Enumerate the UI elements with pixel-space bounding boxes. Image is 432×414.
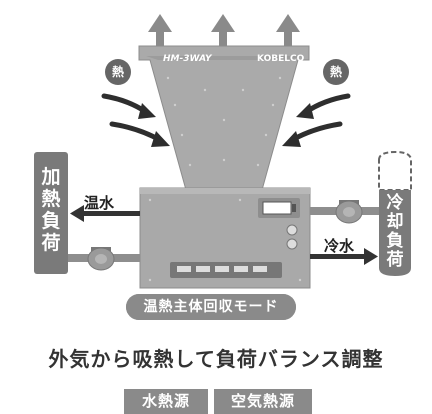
heat-badge-left-label: 熱 — [111, 65, 124, 79]
cooling-load-text: 冷却負荷 — [386, 193, 404, 270]
heating-load-text: 加熱負荷 — [41, 166, 61, 254]
headline: 外気から吸熱して負荷バランス調整 — [48, 347, 384, 371]
intake-arrows-right — [282, 93, 351, 147]
left-load-box — [34, 152, 68, 274]
cold-water-arrow — [310, 248, 378, 265]
tag-water-source: 水熱源 — [124, 389, 208, 414]
heating-load-label: 加熱負荷 — [37, 166, 65, 254]
warm-water-label: 温水 — [84, 194, 115, 212]
brand-logo: KOBELCO — [257, 54, 305, 64]
exhaust-arrow-right — [276, 14, 300, 52]
cold-water-label: 冷水 — [324, 237, 355, 255]
heat-badge-right-label: 熱 — [329, 65, 342, 79]
right-supply-pipe — [310, 200, 379, 224]
knob-lower — [286, 238, 298, 250]
mode-label: 温熱主体回収モード — [126, 294, 296, 320]
right-load-box — [378, 150, 412, 276]
knob-upper — [286, 224, 298, 236]
hopper-housing — [138, 45, 310, 191]
heat-badge-right — [323, 59, 349, 85]
intake-arrows-left — [101, 93, 170, 147]
tag-air-source: 空気熱源 — [214, 389, 312, 414]
left-return-pipe — [68, 247, 140, 271]
warm-water-arrow — [70, 205, 140, 222]
exhaust-arrow-center — [211, 14, 235, 52]
heat-pump-unit — [139, 187, 311, 289]
model-badge: HM-3WAY — [163, 54, 212, 64]
cooling-load-label: 冷却負荷 — [381, 194, 409, 270]
exhaust-arrows — [148, 14, 300, 52]
heat-badge-left — [105, 59, 131, 85]
display-screen — [262, 201, 292, 215]
exhaust-arrow-left — [148, 14, 172, 52]
